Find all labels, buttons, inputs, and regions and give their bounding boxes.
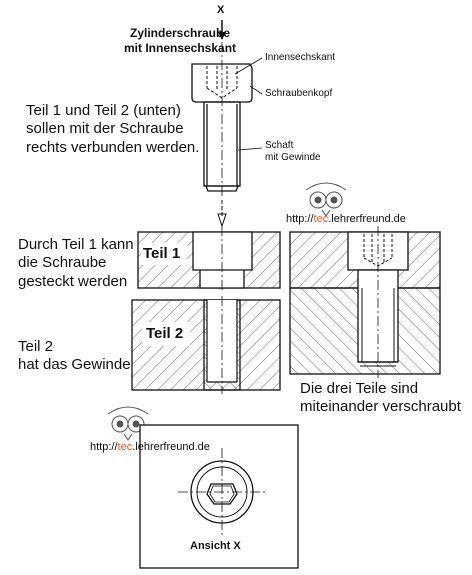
owl-logo-icon [107, 406, 149, 441]
view-label-x: X [217, 4, 225, 16]
part-2-label: Teil 2 [146, 325, 184, 342]
screw-title: Zylinderschraube mit Innensechskant [123, 26, 237, 55]
insertion-arrow [217, 200, 227, 228]
part-1-text: Durch Teil 1 kann die Schraube gesteckt … [18, 236, 134, 290]
intro-text: Teil 1 und Teil 2 (unten) sollen mit der… [26, 102, 200, 156]
part-2-section [131, 296, 281, 394]
label-shank: Schaft mit Gewinde [265, 140, 321, 164]
assembly-section [289, 226, 441, 378]
label-screw-head: Schraubenkopf [265, 88, 333, 99]
owl-logo-icon [305, 182, 347, 217]
watermark-url: http://tec.lehrerfreund.de [90, 441, 210, 453]
leader-lines [234, 57, 263, 151]
label-hex-socket: Innensechskant [265, 52, 336, 63]
part-1-section [137, 226, 281, 292]
assembly-caption: Die drei Teile sind miteinander verschra… [300, 380, 461, 416]
watermark-url: http://tec.lehrerfreund.de [286, 213, 406, 225]
view-x-drawing [139, 424, 299, 569]
view-caption: Ansicht X [190, 540, 241, 552]
part-2-text: Teil 2 hat das Gewinde [18, 338, 131, 374]
view-direction-arrow [218, 20, 226, 40]
screw-drawing [191, 42, 253, 198]
part-1-label: Teil 1 [143, 245, 181, 262]
